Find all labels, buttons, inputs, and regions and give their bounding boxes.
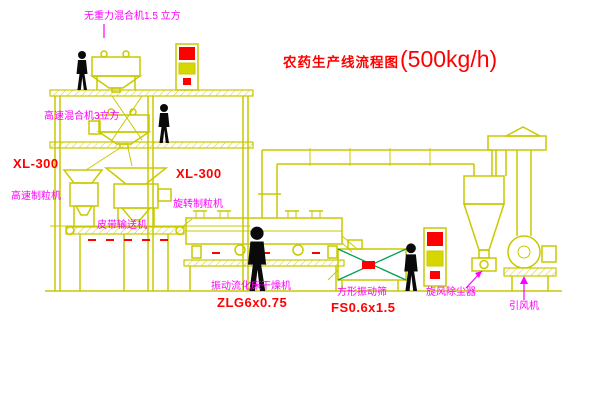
label-dryer: 振动流化床干燥机 — [211, 281, 291, 292]
label-sieve: 方形振动筛 — [337, 287, 387, 298]
cyclone-separator — [462, 150, 507, 272]
label-cyclone: 旋风除尘器 — [426, 287, 476, 298]
label-high-speed-mixer: 高速混合机3立方 — [44, 111, 120, 122]
chute-bracing — [85, 95, 143, 171]
granulator-right — [103, 167, 172, 226]
label-gravity-mixer: 无重力混合机1.5 立方 — [84, 11, 181, 22]
label-dryer-model: ZLG6x0.75 — [217, 295, 288, 310]
exhaust-duct — [258, 148, 493, 218]
fluid-bed-dryer — [181, 210, 357, 291]
label-granulator-mid: 旋转制粒机 — [173, 199, 223, 210]
label-model-xl300-left: XL-300 — [13, 156, 59, 171]
belt-conveyor — [65, 225, 185, 291]
control-cabinet-2 — [423, 227, 447, 287]
label-fan: 引风机 — [509, 301, 539, 312]
vent-stack — [487, 126, 547, 236]
label-sieve-model: FS0.6x1.5 — [331, 300, 396, 315]
label-granulator-left: 高速制粒机 — [11, 191, 61, 202]
high-speed-mixer — [88, 108, 152, 149]
label-model-xl300-mid: XL-300 — [176, 166, 222, 181]
draft-fan — [503, 235, 557, 291]
title-text: 农药生产线流程图 — [283, 55, 399, 70]
person-figure — [76, 51, 88, 90]
rotary-valve — [471, 257, 497, 272]
granulator-left — [62, 169, 104, 226]
diagram-title: 农药生产线流程图 (500kg/h) — [283, 46, 497, 73]
leader-lines — [103, 24, 528, 300]
control-cabinet-1 — [175, 43, 199, 91]
person-figure — [158, 104, 170, 143]
label-belt-conveyor: 皮带输送机 — [97, 220, 147, 231]
structure-frame — [49, 89, 254, 291]
gravity-mixer — [89, 50, 143, 93]
title-capacity: (500kg/h) — [400, 46, 498, 72]
